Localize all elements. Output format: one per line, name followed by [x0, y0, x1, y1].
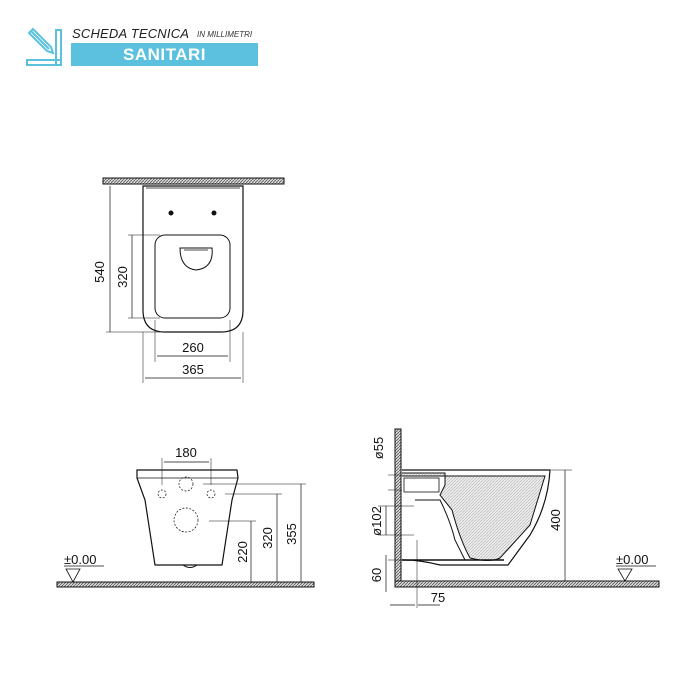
units-label: IN MILLIMETRI — [197, 30, 253, 39]
dim-outlet-diameter: ø102 — [369, 506, 384, 536]
floor-level-label: ±0.00 — [64, 552, 96, 567]
side-view — [378, 428, 660, 608]
dim-bolt-spacing: 180 — [175, 445, 197, 460]
dim-outlet-offset: 75 — [431, 590, 445, 605]
dim-seat-depth: 320 — [115, 266, 130, 288]
dim-inlet-diameter: ø55 — [371, 437, 386, 459]
category-banner: SANITARI — [71, 43, 258, 66]
top-view — [102, 177, 285, 383]
dim-total-width: 365 — [182, 362, 204, 377]
dim-bottom-hole-height: 220 — [235, 541, 250, 563]
dim-top-hole-height: 355 — [284, 523, 299, 545]
sheet-title: SCHEDA TECNICA — [72, 26, 190, 41]
front-view — [56, 458, 315, 588]
ruler-pencil-icon — [26, 27, 62, 66]
dim-rim-height: 400 — [548, 509, 563, 531]
dim-total-depth: 540 — [92, 261, 107, 283]
dim-floor-clearance: 60 — [369, 568, 384, 582]
dim-seat-width: 260 — [182, 340, 204, 355]
header: SCHEDA TECNICA IN MILLIMETRI SANITARI — [0, 0, 700, 80]
floor-level-label: ±0.00 — [616, 552, 648, 567]
dim-bolt-height: 320 — [260, 527, 275, 549]
